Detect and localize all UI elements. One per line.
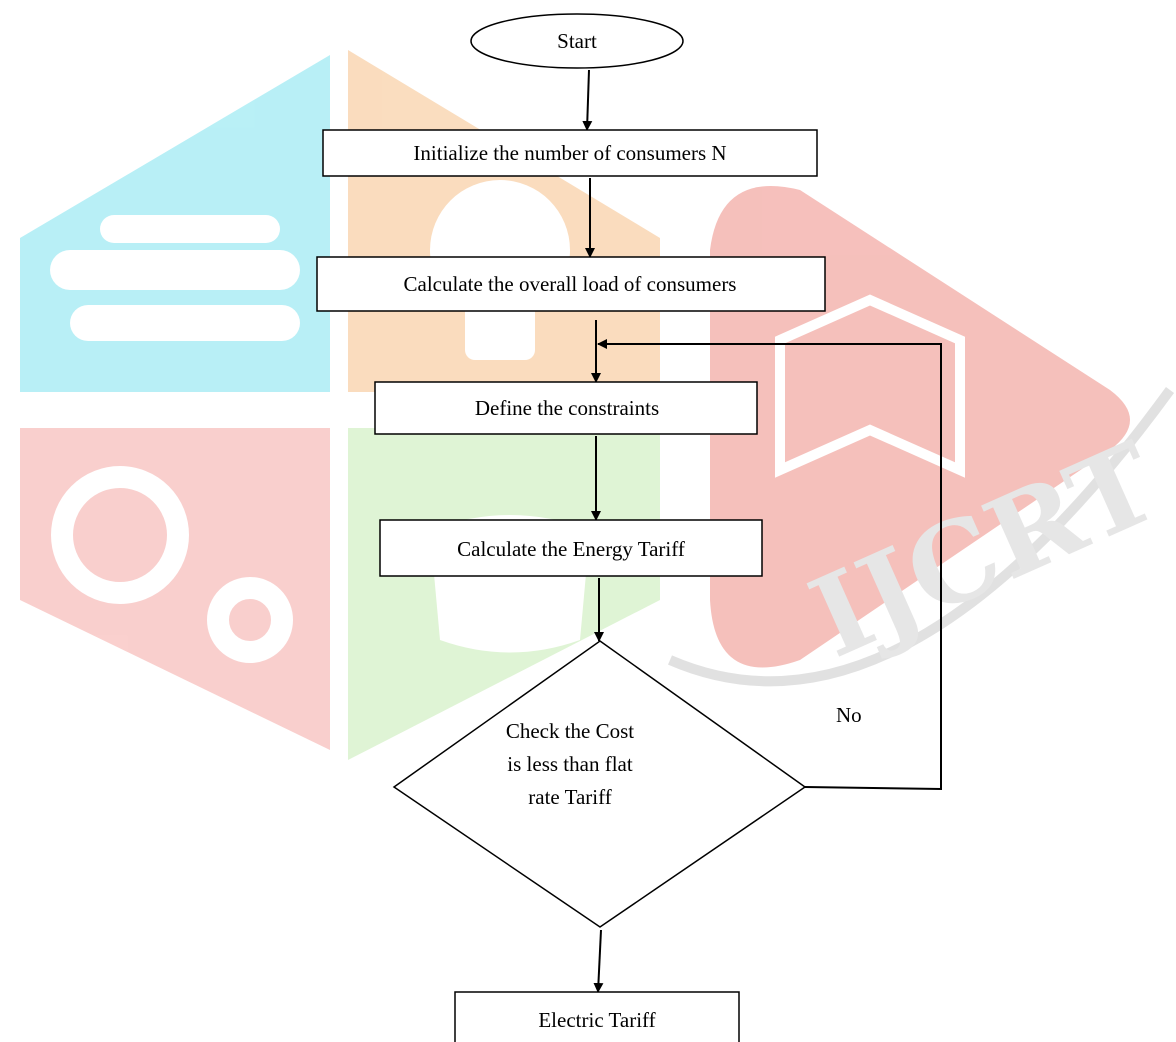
process-define-constraints bbox=[374, 381, 758, 435]
output-electric-tariff-label: Electric Tariff bbox=[538, 1008, 655, 1032]
arrow-decision-to-end bbox=[593, 929, 604, 993]
process-calc-load-label: Calculate the overall load of consumers bbox=[404, 272, 737, 296]
start-node bbox=[470, 13, 684, 69]
watermark-book-icon bbox=[775, 294, 965, 478]
process-initialize-label: Initialize the number of consumers N bbox=[413, 141, 726, 165]
decision-line-3: rate Tariff bbox=[528, 785, 611, 809]
output-electric-tariff bbox=[454, 991, 740, 1042]
process-define-constraints-label: Define the constraints bbox=[475, 396, 659, 420]
loop-no-feedback bbox=[597, 339, 942, 791]
decision-check-cost bbox=[392, 640, 807, 928]
decision-line-1: Check the Cost bbox=[506, 719, 634, 743]
watermark-swoosh bbox=[668, 387, 1175, 687]
process-initialize bbox=[322, 129, 818, 177]
watermark-red-tile bbox=[20, 428, 330, 750]
process-calc-energy-tariff-label: Calculate the Energy Tariff bbox=[457, 537, 685, 561]
start-label: Start bbox=[557, 29, 597, 53]
watermark-hand-icon bbox=[50, 215, 300, 341]
arrow-start-to-init bbox=[582, 69, 593, 131]
process-calc-energy-tariff bbox=[379, 519, 763, 577]
process-calc-load bbox=[316, 256, 826, 312]
watermark-gear-icon bbox=[51, 466, 293, 663]
decision-no-label: No bbox=[836, 703, 862, 727]
decision-line-2: is less than flat bbox=[507, 752, 633, 776]
